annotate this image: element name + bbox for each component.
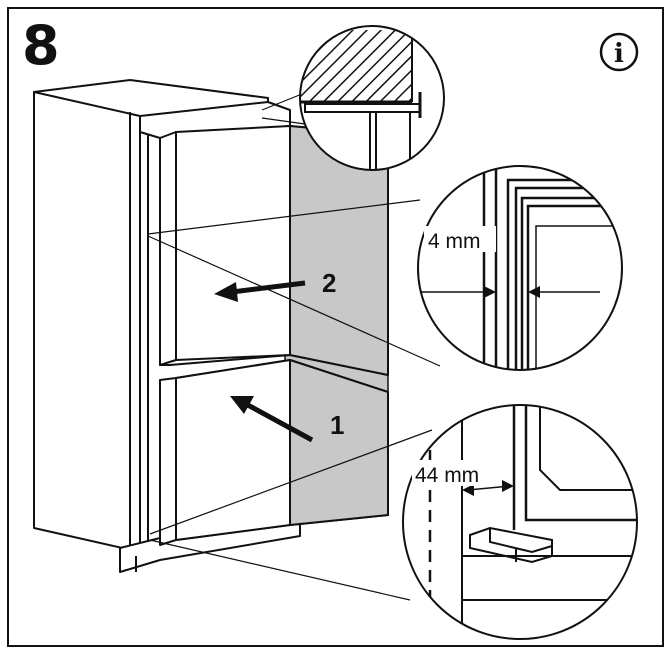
upper-door bbox=[159, 125, 389, 376]
svg-text:i: i bbox=[614, 39, 624, 69]
step-number: 8 bbox=[22, 14, 60, 77]
info-icon: i bbox=[599, 32, 639, 72]
arrow-2 bbox=[214, 280, 306, 302]
gap-bottom-label: 44 mm bbox=[415, 464, 479, 487]
detail-top bbox=[299, 25, 445, 171]
cabinet bbox=[33, 79, 301, 573]
arrow-1 bbox=[230, 396, 314, 443]
arrow-2-label: 2 bbox=[322, 268, 336, 298]
arrow-1-label: 1 bbox=[330, 410, 344, 440]
gap-top-label: 4 mm bbox=[428, 230, 481, 253]
detail-middle: 4 mm bbox=[417, 165, 623, 371]
lower-door bbox=[159, 359, 389, 546]
detail-bottom: 44 mm bbox=[402, 404, 638, 640]
leader-lines bbox=[147, 93, 441, 601]
